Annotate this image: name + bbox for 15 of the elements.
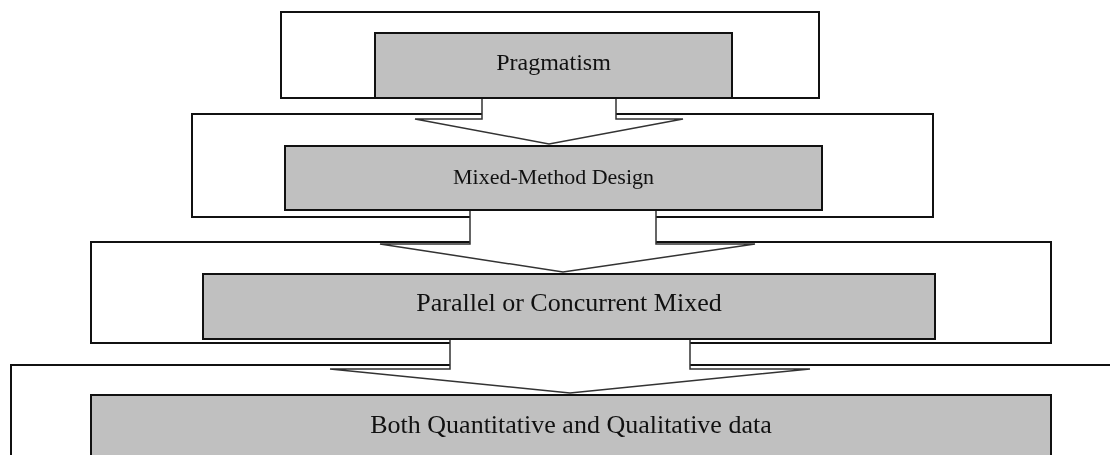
block-arrow	[414, 98, 684, 145]
process-box	[90, 394, 1052, 455]
box-label: Both Quantitative and Qualitative data	[370, 410, 772, 440]
block-arrow	[329, 339, 811, 394]
process-box	[374, 32, 733, 99]
group-frame	[191, 113, 934, 218]
box-label: Parallel or Concurrent Mixed	[416, 288, 722, 318]
process-box	[284, 145, 823, 211]
box-label: Pragmatism	[496, 49, 611, 76]
box-label: Mixed-Method Design	[453, 164, 654, 190]
block-arrow	[379, 210, 756, 273]
process-box	[202, 273, 936, 340]
group-frame	[90, 241, 1052, 344]
group-frame	[280, 11, 820, 99]
group-frame	[10, 364, 1110, 455]
